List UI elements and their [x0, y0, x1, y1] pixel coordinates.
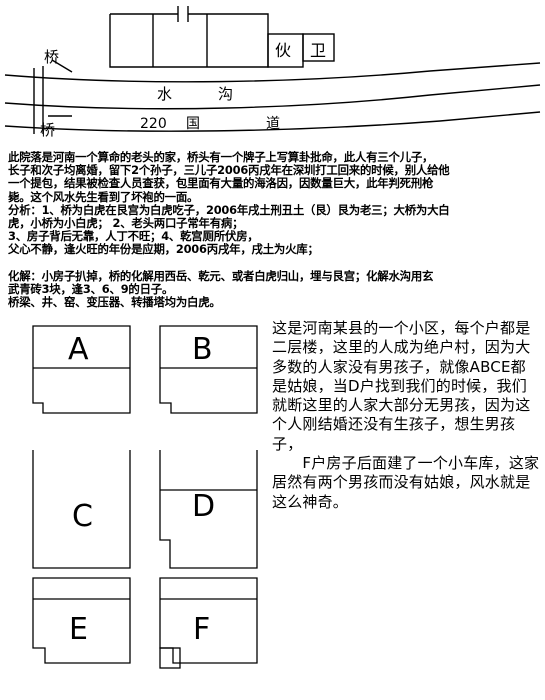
label-road-2: 道 — [266, 116, 280, 132]
unit-label-d: D — [192, 489, 215, 524]
unit-c-outline — [32, 450, 131, 569]
analysis-text: 此院落是河南一个算命的老头的家，桥头有一个牌子上写算卦批命，此人有三个儿子， 长… — [8, 150, 450, 310]
unit-b-outline — [159, 325, 258, 414]
road-bottom-edge — [4, 111, 541, 132]
unit-f-garage — [159, 647, 181, 669]
analysis-line: 父心不静，逢火旺的年份是应期，2006丙戌年，戌土为火库； — [8, 242, 319, 257]
note-paragraph: F户房子后面建了一个小车库，这家居然有两个男孩而没有姑娘，风水就是这么神奇。 — [272, 454, 540, 511]
analysis-line: 长子和次子均离婚，留下2个孙子，三儿子2006丙戌年在深圳打工回来的时候，别人给… — [8, 163, 450, 178]
analysis-line: 桥梁、井、窑、变压器、转播塔均为白虎。 — [8, 295, 221, 310]
unit-e-outline — [32, 577, 131, 664]
unit-label-c: C — [72, 499, 93, 534]
unit-a-outline — [32, 325, 131, 414]
ditch-bottom-edge — [4, 84, 541, 110]
analysis-line: 化解：小房子扒掉，桥的化解用西岳、乾元、或者白虎归山，埋与艮宫；化解水沟用玄 — [8, 268, 434, 283]
label-bridge-upper: 桥 — [44, 48, 59, 66]
analysis-line: 虎，小桥为小白虎； 2、老头两口子常年有病； — [8, 216, 244, 231]
ditch-top-edge — [4, 62, 541, 83]
floor-plan-note: 这是河南某县的一个小区，每个户都是二层楼，这里的人成为绝户村，因为大多数的人家没… — [272, 319, 540, 512]
note-paragraph: 这是河南某县的一个小区，每个户都是二层楼，这里的人成为绝户村，因为大多数的人家没… — [272, 319, 531, 453]
label-ditch-2: 沟 — [218, 85, 233, 103]
label-kitchen: 伙 — [275, 41, 291, 60]
analysis-line: 武青砖3块，逢3、6、9的日子。 — [8, 281, 174, 296]
unit-d-outline — [159, 450, 258, 569]
analysis-line: 3、房子背后无靠，人丁不旺；4、乾宫厕所伏房， — [8, 229, 259, 244]
label-bridge-lower: 桥 — [40, 121, 55, 139]
label-road-number: 220 — [140, 116, 167, 132]
label-road-1: 国 — [186, 116, 200, 132]
unit-label-f: F — [193, 612, 210, 647]
analysis-line: 分析：1、桥为白虎在艮宫为白虎吃子，2006年戌土刑丑土（艮）艮为老三；大桥为大… — [8, 202, 450, 217]
unit-label-e: E — [69, 612, 88, 647]
guard-room — [302, 33, 335, 62]
label-guard: 卫 — [310, 41, 326, 60]
analysis-line: 此院落是河南一个算命的老头的家，桥头有一个牌子上写算卦批命，此人有三个儿子， — [8, 150, 434, 164]
analysis-line: 一个提包，结果被检查人员查获，包里面有大量的海洛因，因数量巨大，此年判死刑枪 — [8, 176, 434, 191]
bridge-upper-strut — [51, 59, 73, 73]
unit-label-a: A — [68, 332, 89, 367]
site-map: 桥 桥 伙 卫 水 沟 220 国 道 — [4, 6, 541, 139]
analysis-line: 毙。这个风水先生看到了坏袍的一面。 — [8, 189, 199, 204]
label-ditch-1: 水 — [157, 85, 172, 103]
unit-label-b: B — [192, 332, 213, 367]
